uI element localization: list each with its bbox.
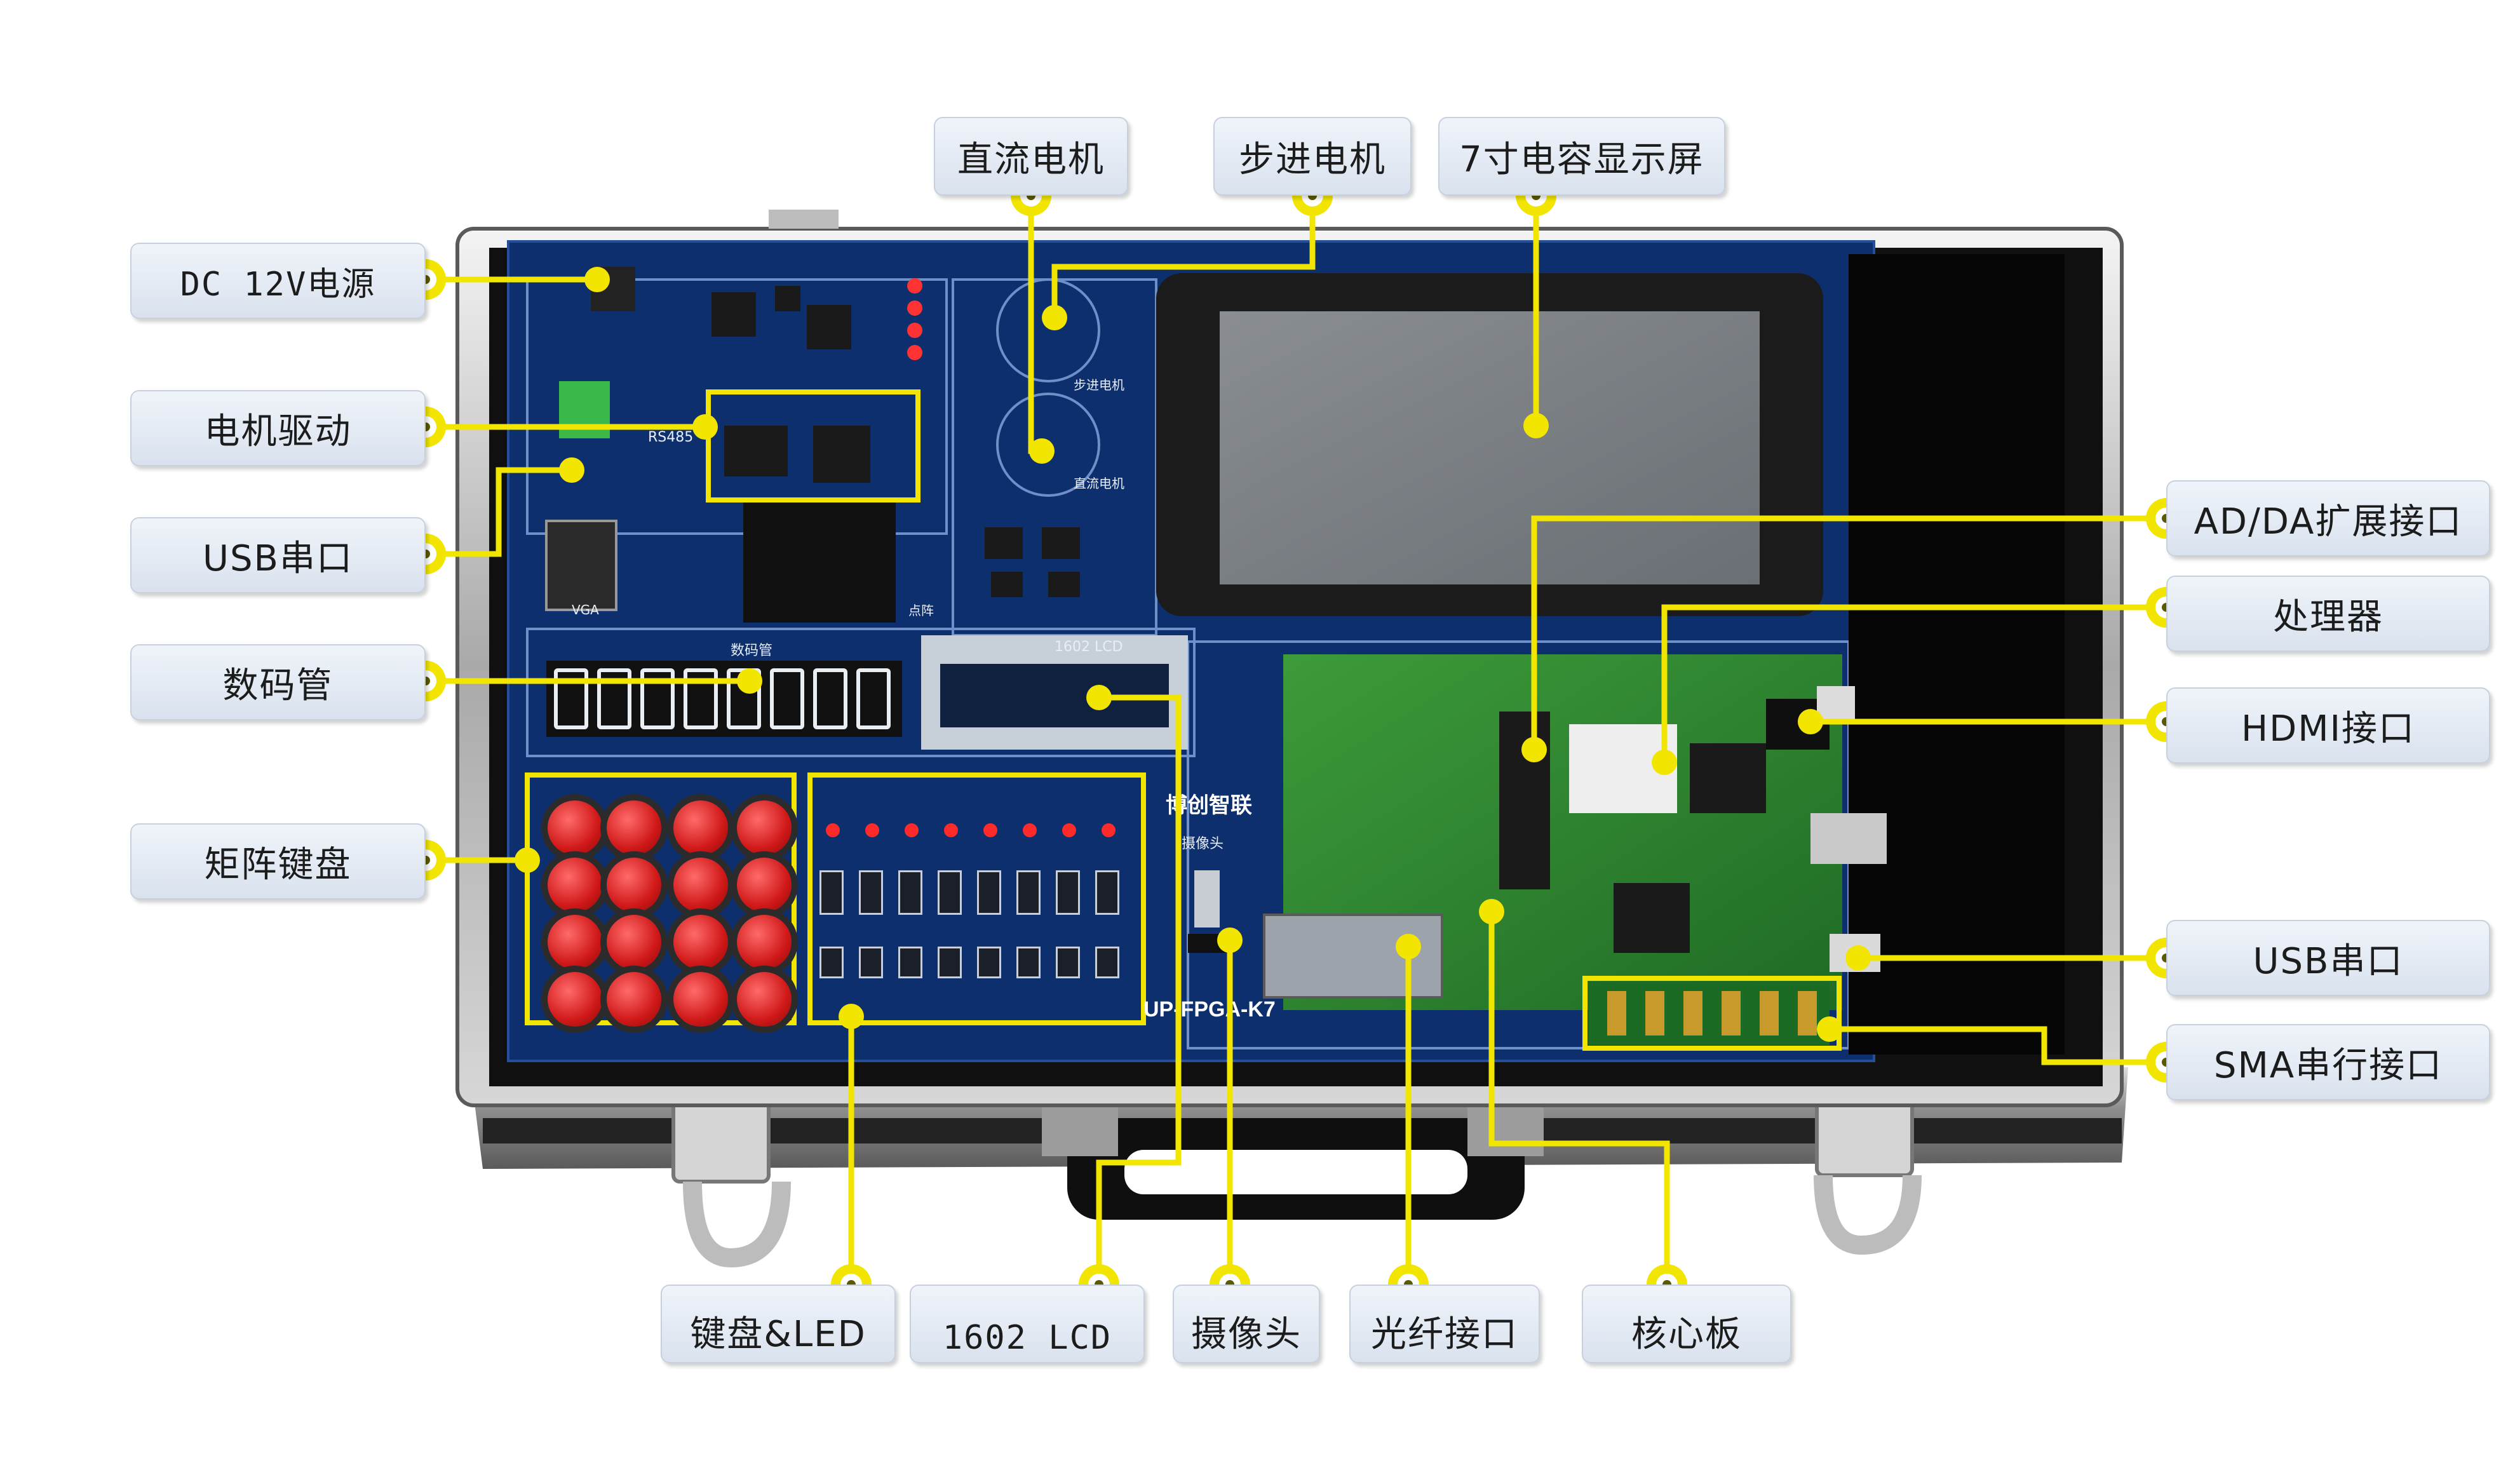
keypad-key	[548, 972, 602, 1027]
keypad-key	[737, 915, 792, 969]
seg-silk-text: 数码管	[731, 643, 773, 659]
toggle-switch	[977, 870, 1001, 915]
rs485-silk-text: RS485	[648, 429, 694, 445]
lcd-silk-text: 1602 LCD	[1055, 639, 1123, 655]
vga-silk-text: VGA	[572, 602, 599, 617]
callout-lcd-1602: 1602 LCD	[910, 1285, 1145, 1363]
keypad-key	[548, 800, 602, 855]
keypad-key	[607, 972, 661, 1027]
callout-dc-12v-power: DC 12V电源	[130, 243, 426, 319]
push-button	[819, 947, 844, 978]
callout-camera: 摄像头	[1173, 1285, 1320, 1363]
callout-usb-serial-right: USB串口	[2166, 920, 2490, 996]
stepper-silk-text: 步进电机	[1074, 377, 1124, 393]
keypad-key	[607, 800, 661, 855]
keypad-key	[673, 972, 728, 1027]
callout-motor-driver: 电机驱动	[130, 390, 426, 466]
highlight-boxes	[525, 389, 1842, 1051]
led	[944, 823, 958, 837]
push-button	[977, 947, 1001, 978]
callout-adda-interface: AD/DA扩展接口	[2166, 480, 2490, 556]
callout-usb-serial-left: USB串口	[130, 517, 426, 593]
segment-digit	[640, 668, 675, 729]
toggle-switch	[1016, 870, 1041, 915]
push-button	[1056, 947, 1080, 978]
callout-seven-segment: 数码管	[130, 644, 426, 720]
led	[1102, 823, 1116, 837]
toggle-switch	[819, 870, 844, 915]
segment-digit	[770, 668, 804, 729]
toggle-switch	[1056, 870, 1080, 915]
led	[865, 823, 879, 837]
toggle-switch	[898, 870, 922, 915]
led	[826, 823, 840, 837]
callout-hdmi-interface: HDMI接口	[2166, 687, 2490, 764]
keypad-key	[548, 915, 602, 969]
callout-keypad-led: 键盘&LED	[661, 1285, 896, 1363]
push-button	[898, 947, 922, 978]
led	[905, 823, 919, 837]
keypad-key	[607, 915, 661, 969]
toggle-switch	[938, 870, 962, 915]
keypad-key	[673, 915, 728, 969]
callout-fiber-interface: 光纤接口	[1349, 1285, 1540, 1363]
led	[1062, 823, 1076, 837]
keypad-key	[607, 858, 661, 912]
push-button	[859, 947, 883, 978]
capacitive-screen	[1156, 273, 1823, 616]
keypad-key	[673, 800, 728, 855]
push-button	[1016, 947, 1041, 978]
keypad-key	[737, 972, 792, 1027]
segment-digit	[856, 668, 891, 729]
segment-digit	[813, 668, 847, 729]
keypad-key	[737, 858, 792, 912]
board-model-text: UP-FPGA-K7	[1143, 997, 1276, 1022]
callout-stepper-motor: 步进电机	[1213, 117, 1412, 196]
segment-digit	[554, 668, 588, 729]
toggle-switch	[1095, 870, 1119, 915]
case-foam	[1849, 254, 2065, 1055]
keypad-key	[548, 858, 602, 912]
push-button	[1095, 947, 1119, 978]
callout-capacitive-display: 7寸电容显示屏	[1438, 117, 1725, 196]
led	[1023, 823, 1037, 837]
toggle-switch	[859, 870, 883, 915]
dot-matrix	[743, 502, 896, 623]
dc-silk-text: 直流电机	[1074, 476, 1124, 491]
case-latches	[671, 1091, 1922, 1268]
keypad-key	[737, 800, 792, 855]
callout-matrix-keypad: 矩阵键盘	[130, 823, 426, 900]
dot-silk-text: 点阵	[908, 603, 934, 618]
core-board-pcb	[1263, 654, 1887, 1010]
power-leds	[907, 278, 922, 360]
callout-core-board: 核心板	[1582, 1285, 1791, 1363]
segment-digit	[684, 668, 718, 729]
callout-dc-motor: 直流电机	[934, 117, 1128, 196]
camera-silk-text: 摄像头	[1182, 836, 1224, 852]
callout-processor: 处理器	[2166, 576, 2490, 652]
push-button	[938, 947, 962, 978]
sma-connectors	[1588, 981, 1830, 1045]
segment-digit	[597, 668, 631, 729]
seven-segment-display	[546, 661, 902, 737]
callout-sma-serial: SMA串行接口	[2166, 1024, 2490, 1100]
led	[983, 823, 997, 837]
keypad-key	[673, 858, 728, 912]
